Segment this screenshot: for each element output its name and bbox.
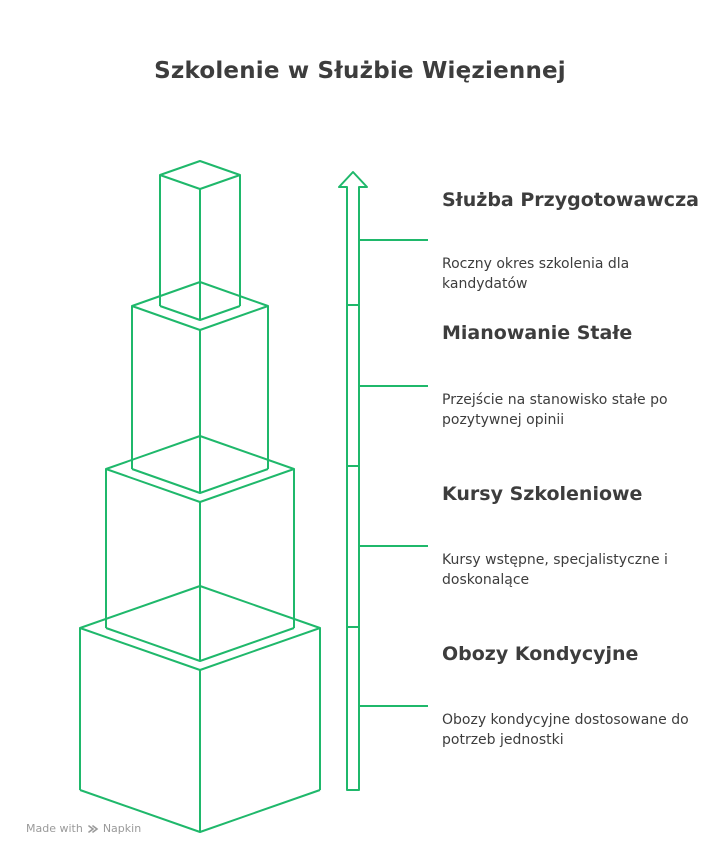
step-title-1: Służba Przygotowawcza xyxy=(442,189,699,211)
made-with-napkin-footer[interactable]: Made with Napkin xyxy=(26,822,141,835)
tower-block-third xyxy=(105,435,295,662)
footer-brand: Napkin xyxy=(102,822,142,835)
step-title-2: Mianowanie Stałe xyxy=(442,322,633,344)
step-description-4: Obozy kondycyjne dostosowane do potrzeb … xyxy=(442,712,689,748)
tower-block-top xyxy=(159,160,241,321)
napkin-logo-icon xyxy=(88,824,99,833)
page-title: Szkolenie w Służbie Więziennej xyxy=(154,58,566,84)
step-description-3: Kursy wstępne, specjalistyczne i doskona… xyxy=(442,552,668,588)
tower-block-bottom xyxy=(79,585,321,833)
step-title-3: Kursy Szkoleniowe xyxy=(442,483,643,505)
arrow-up-icon xyxy=(338,171,368,791)
step-description-1: Roczny okres szkolenia dla kandydatów xyxy=(442,256,630,292)
footer-made-with: Made with xyxy=(26,822,83,835)
step-title-4: Obozy Kondycyjne xyxy=(442,643,639,665)
step-description-2: Przejście na stanowisko stałe po pozytyw… xyxy=(442,392,668,428)
tower-block-second xyxy=(131,281,269,494)
